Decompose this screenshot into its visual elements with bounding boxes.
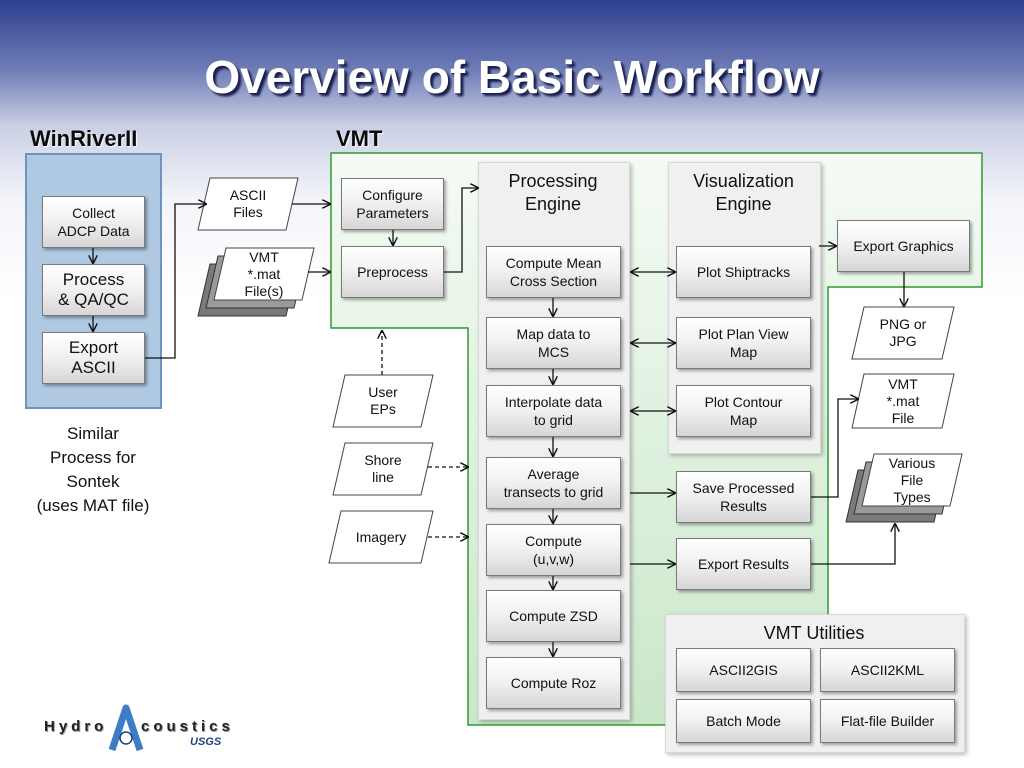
visualization-engine-title: Visualization Engine <box>693 171 794 214</box>
similar-process-note: Similar Process for Sontek (uses MAT fil… <box>36 424 150 515</box>
vmt-mat-file-doc: VMT *.mat File <box>851 373 955 429</box>
various-files-label: Various File Types <box>888 454 936 505</box>
logo-coustics-text: coustics <box>141 718 234 735</box>
user-eps-doc: User EPs <box>332 374 434 428</box>
compute-uvw-step[interactable]: Compute (u,v,w) <box>486 524 621 576</box>
collect-adcp-step[interactable]: Collect ADCP Data <box>42 196 145 248</box>
ascii-files-doc: ASCII Files <box>197 177 299 231</box>
process-qaqc-step[interactable]: Process & QA/QC <box>42 264 145 316</box>
logo-usgs-text: USGS <box>190 736 222 748</box>
page-title: Overview of Basic Workflow <box>204 51 820 103</box>
hydroacoustics-logo: Hydro coustics USGS <box>40 700 230 755</box>
plot-shiptracks-step[interactable]: Plot Shiptracks <box>676 246 811 298</box>
export-ascii-step[interactable]: Export ASCII <box>42 332 145 384</box>
imagery-doc: Imagery <box>328 510 434 564</box>
ascii-files-label: ASCII Files <box>229 187 267 220</box>
map-data-to-mcs-step[interactable]: Map data to MCS <box>486 317 621 369</box>
winriver-label: WinRiverII <box>30 126 138 151</box>
compute-zsd-step[interactable]: Compute ZSD <box>486 590 621 642</box>
export-graphics-step[interactable]: Export Graphics <box>837 220 970 272</box>
ascii2gis-utility[interactable]: ASCII2GIS <box>676 648 811 692</box>
png-jpg-doc: PNG or JPG <box>851 306 955 360</box>
batch-mode-utility[interactable]: Batch Mode <box>676 699 811 743</box>
interpolate-data-step[interactable]: Interpolate data to grid <box>486 385 621 437</box>
ascii2kml-utility[interactable]: ASCII2KML <box>820 648 955 692</box>
configure-parameters-step[interactable]: Configure Parameters <box>341 178 444 230</box>
logo-hydro-text: Hydro <box>44 718 108 735</box>
utilities-title: VMT Utilities <box>763 623 865 643</box>
vmt-label: VMT <box>336 126 383 151</box>
arrow-preprocess-engine <box>444 188 478 273</box>
arrow-to-various <box>811 524 895 565</box>
imagery-label: Imagery <box>355 528 407 545</box>
png-jpg-label: PNG or JPG <box>879 316 927 349</box>
shore-line-label: Shore line <box>364 452 402 485</box>
user-eps-label: User EPs <box>368 384 398 417</box>
vmt-mat-files-label: VMT *.mat File(s) <box>244 248 284 299</box>
arrow-export-ascii-files <box>145 204 206 359</box>
save-processed-results-step[interactable]: Save Processed Results <box>676 471 811 523</box>
compute-mean-cross-section-step[interactable]: Compute Mean Cross Section <box>486 246 621 298</box>
shore-line-doc: Shore line <box>332 442 434 496</box>
vmt-mat-file-label: VMT *.mat File <box>886 375 920 426</box>
flat-file-builder-utility[interactable]: Flat-file Builder <box>820 699 955 743</box>
compute-roz-step[interactable]: Compute Roz <box>486 657 621 709</box>
plot-contour-step[interactable]: Plot Contour Map <box>676 385 811 437</box>
preprocess-step[interactable]: Preprocess <box>341 246 444 298</box>
various-files-stack: Various File Types <box>845 452 964 524</box>
plot-plan-view-step[interactable]: Plot Plan View Map <box>676 317 811 369</box>
export-results-step[interactable]: Export Results <box>676 538 811 590</box>
average-transects-step[interactable]: Average transects to grid <box>486 457 621 509</box>
logo-a-mark <box>108 704 144 752</box>
arrow-to-vmt-mat <box>811 399 858 498</box>
vmt-mat-files-stack: VMT *.mat File(s) <box>197 246 316 318</box>
processing-engine-title: Processing Engine <box>508 171 598 214</box>
